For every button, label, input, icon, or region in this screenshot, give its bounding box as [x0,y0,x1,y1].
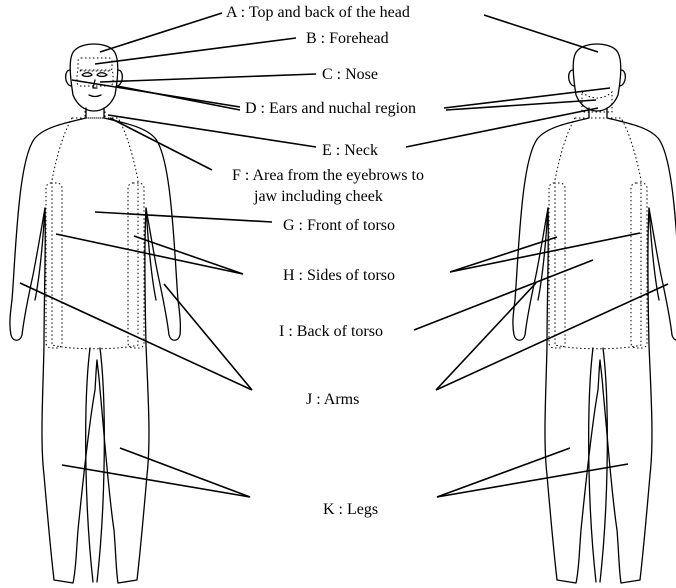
back-inner-legs [589,348,596,582]
front-left-side-region [46,183,62,348]
leader-k-front-2 [120,448,250,497]
front-head-outline [70,44,118,111]
label-c: C : Nose [322,65,378,85]
leader-g [95,212,272,222]
leader-j-front-2 [164,284,252,390]
label-b: B : Forehead [306,29,389,49]
label-e: E : Neck [322,141,378,161]
leader-a-front [100,13,222,52]
leader-a-back [484,15,598,52]
front-body-figure [10,44,180,583]
front-right-side-region [128,183,144,348]
front-inner-legs-right [97,348,104,582]
back-body-outline [513,108,676,583]
front-neck-region [85,111,105,118]
label-a: A : Top and back of the head [226,3,410,23]
leader-k-back-2 [437,464,628,497]
leader-h-back-1 [450,237,557,272]
leader-f [110,118,212,170]
back-right-side-region [631,183,647,348]
front-inner-legs [86,348,93,582]
front-torso-region [52,118,138,349]
label-j: J : Arms [306,390,359,410]
front-mouth [89,95,101,97]
front-right-eye [97,73,107,77]
label-h: H : Sides of torso [283,266,395,286]
leader-j-back-1 [436,283,536,390]
back-body-figure [513,44,676,583]
leader-d-front-2 [117,86,240,110]
leader-c [100,74,316,82]
label-f-line2: jaw including cheek [254,187,383,207]
back-torso-region [555,118,641,349]
label-d: D : Ears and nuchal region [245,99,416,119]
leader-j-front-1 [20,283,252,390]
leader-h-front-1 [56,234,243,274]
leader-h-back-2 [450,233,640,272]
label-g: G : Front of torso [283,216,395,236]
leader-k-front-1 [62,465,250,497]
leader-e-front [108,115,316,147]
leader-k-back-1 [437,448,570,497]
label-f-line1: F : Area from the eyebrows to [232,166,424,186]
leader-j-back-2 [436,284,668,390]
label-i: I : Back of torso [279,322,383,342]
leader-i [414,260,593,330]
leader-b [95,38,296,64]
back-left-side-region [549,183,565,348]
back-inner-legs-right [600,348,607,582]
leader-e-back [406,108,598,147]
leader-lines [20,13,668,497]
front-forehead-region [78,58,112,71]
label-k: K : Legs [323,500,378,520]
front-left-eye [82,73,92,77]
